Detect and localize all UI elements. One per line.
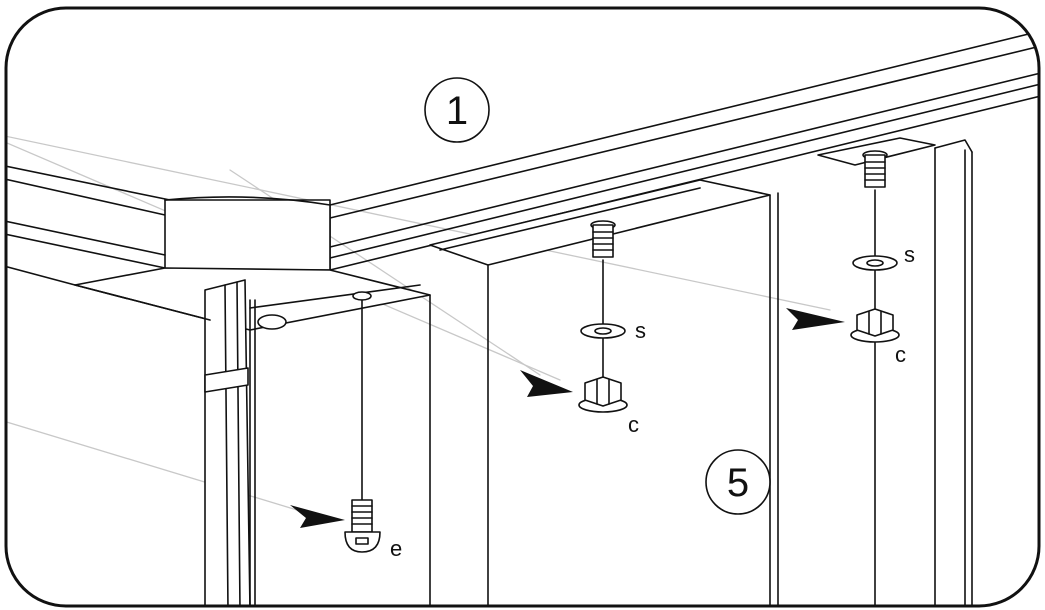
label-nut-middle: c bbox=[628, 412, 639, 437]
label-nut-right: c bbox=[895, 342, 906, 367]
corner-post bbox=[204, 279, 256, 606]
label-bolt-left: e bbox=[390, 536, 402, 561]
button-head-bolt-icon bbox=[344, 499, 381, 553]
step-number-1: 1 bbox=[446, 89, 468, 133]
roof-frame bbox=[6, 29, 1039, 286]
arrow-pointer-icon bbox=[786, 308, 845, 330]
stud-middle bbox=[578, 220, 628, 413]
threaded-stud-icon bbox=[590, 220, 616, 258]
stud-right bbox=[850, 150, 900, 606]
flat-washer-icon bbox=[580, 323, 626, 339]
bolt-left bbox=[344, 299, 381, 553]
diagram-frame bbox=[4, 6, 1041, 608]
hex-flange-nut-icon bbox=[578, 376, 628, 413]
step-circle-1 bbox=[424, 77, 490, 143]
arrow-pointer-icon bbox=[520, 370, 573, 397]
threaded-stud-icon bbox=[862, 150, 888, 188]
step-number-5: 5 bbox=[727, 461, 749, 505]
arrow-pointer-icon bbox=[290, 505, 345, 528]
hex-flange-nut-icon bbox=[850, 308, 900, 343]
label-washer-right: s bbox=[904, 242, 915, 267]
flat-washer-icon bbox=[852, 255, 898, 271]
wall-panels bbox=[74, 139, 973, 606]
label-washer-middle: s bbox=[635, 318, 646, 343]
step-circle-5 bbox=[705, 449, 771, 515]
